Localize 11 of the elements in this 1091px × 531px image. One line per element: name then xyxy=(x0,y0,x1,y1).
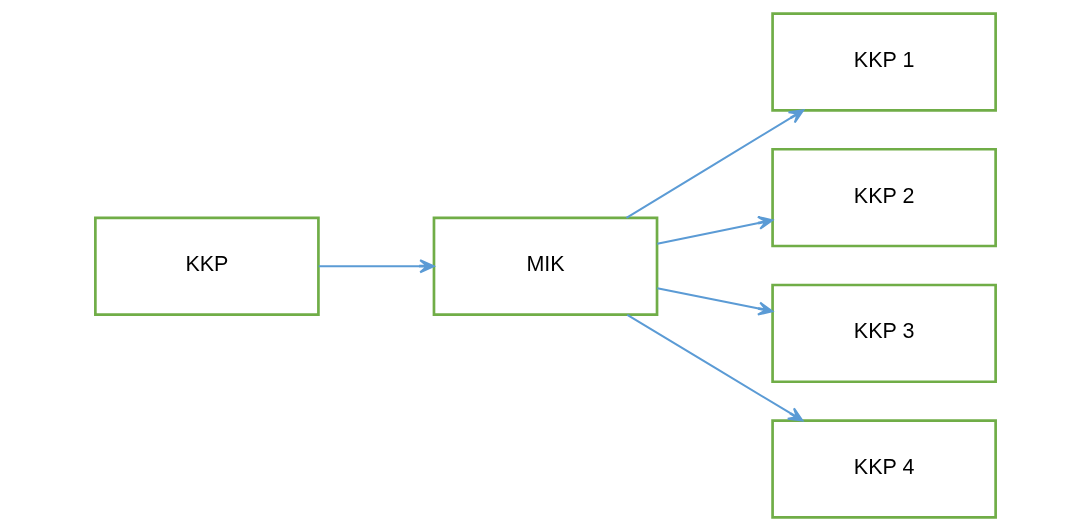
arrow xyxy=(626,313,804,422)
arrow xyxy=(657,215,774,245)
arrow xyxy=(657,287,774,316)
node-box: KKP 2 xyxy=(771,147,997,248)
node-box: KKP 3 xyxy=(771,283,997,384)
node-box: MIK xyxy=(432,216,659,316)
node-box: KKP 4 xyxy=(771,419,997,519)
node-box: KKP 1 xyxy=(771,12,997,112)
node-box: KKP xyxy=(94,216,320,316)
arrow xyxy=(318,259,435,274)
arrow xyxy=(625,109,805,219)
